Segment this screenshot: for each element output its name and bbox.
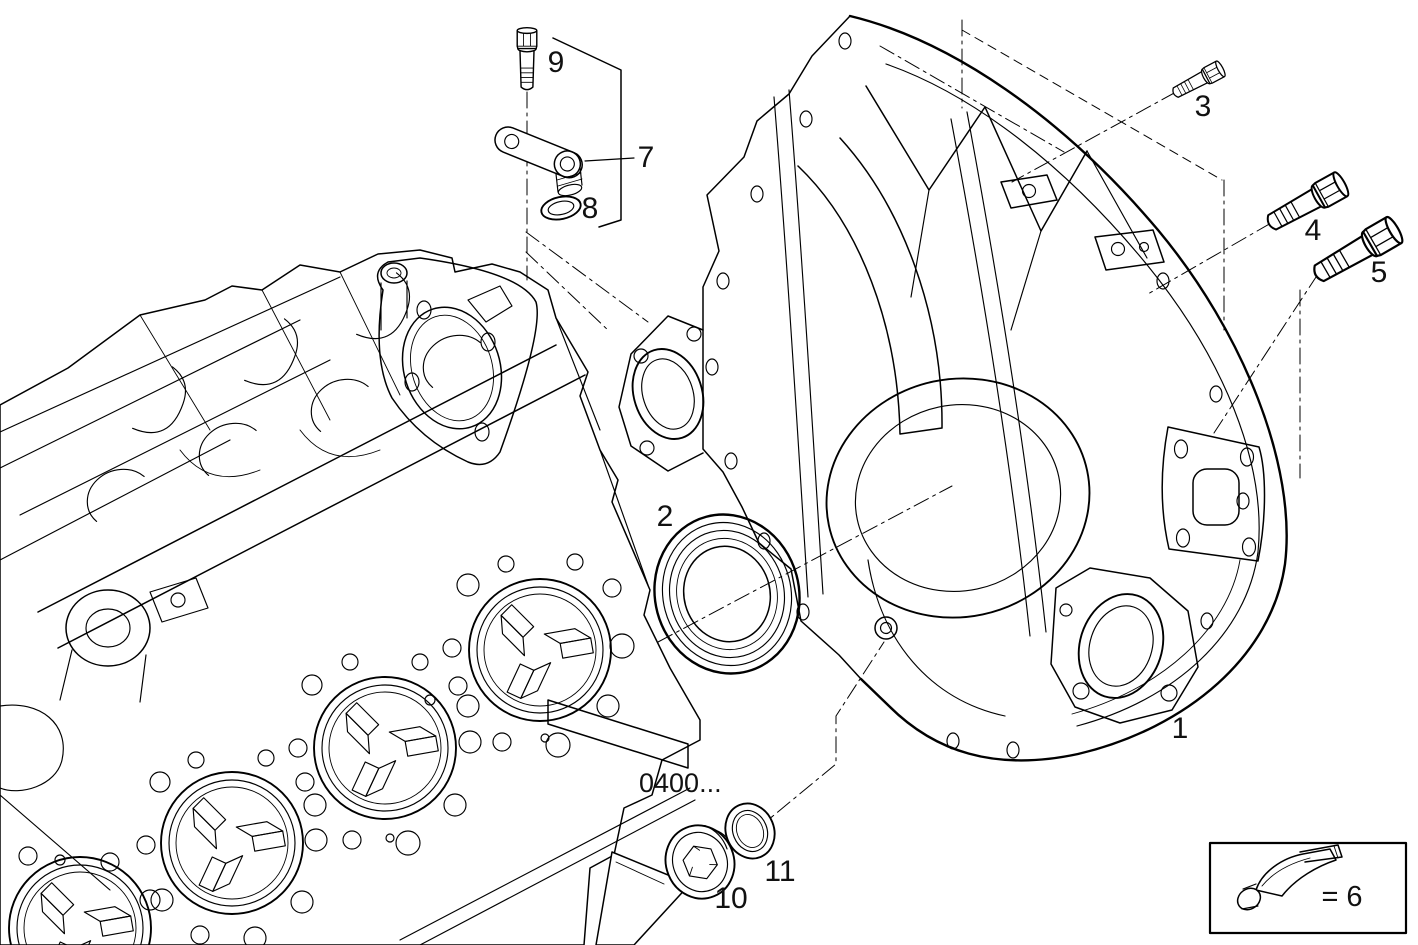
seal-ring-drawing xyxy=(653,513,801,675)
callout-labels: 1 2 3 4 5 7 8 9 10 11 0400... = 6 xyxy=(548,46,1388,915)
block-rear-flange xyxy=(376,257,538,466)
construction-lines xyxy=(525,19,1319,887)
callout-8: 8 xyxy=(582,192,599,225)
housing-bolt-holes xyxy=(705,32,1250,759)
bracket-plug-drawing xyxy=(494,37,635,228)
gasket-holes xyxy=(18,553,635,945)
screw-plug-drawing xyxy=(664,824,736,900)
callout-7: 7 xyxy=(638,141,655,174)
callout-11: 11 xyxy=(764,855,795,888)
callout-3: 3 xyxy=(1195,90,1212,123)
engine-block-drawing xyxy=(0,249,701,945)
callout-4: 4 xyxy=(1305,214,1322,247)
hex-bolt-5 xyxy=(1307,213,1407,290)
callout-10: 10 xyxy=(714,882,747,915)
reference-code: 0400... xyxy=(639,768,722,798)
callout-2: 2 xyxy=(657,500,674,533)
o-ring-drawing xyxy=(540,195,582,221)
hex-bolt-9 xyxy=(516,26,538,91)
sealant-legend-label: = 6 xyxy=(1321,881,1362,913)
sealant-tube-icon xyxy=(1236,844,1343,911)
sealant-legend-box xyxy=(1208,841,1408,935)
seal-washer-drawing xyxy=(724,802,776,860)
flywheel-housing-drawing xyxy=(618,14,1288,762)
callout-9: 9 xyxy=(548,46,565,79)
callout-5: 5 xyxy=(1371,256,1388,289)
callout-1: 1 xyxy=(1172,712,1189,745)
